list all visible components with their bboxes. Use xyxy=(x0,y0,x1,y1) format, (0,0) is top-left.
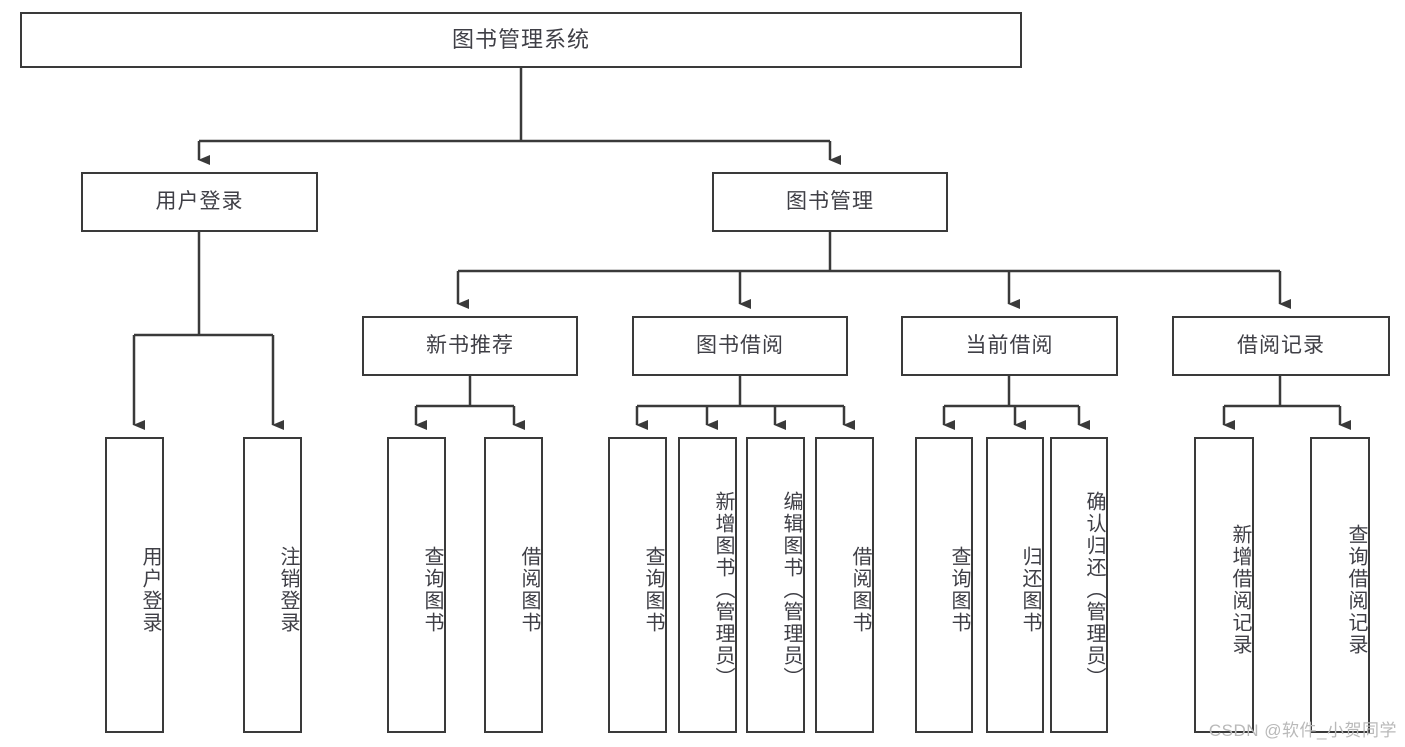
node-leaf-query-book-2-label: 查询图书 xyxy=(642,546,664,634)
node-leaf-query-book-1[interactable]: 查询图书 xyxy=(387,437,446,733)
node-leaf-add-record[interactable]: 新增借阅记录 xyxy=(1194,437,1254,733)
node-leaf-borrow-book-2[interactable]: 借阅图书 xyxy=(815,437,874,733)
node-leaf-return-book-label: 归还图书 xyxy=(1019,546,1041,634)
node-book-borrow[interactable]: 图书借阅 xyxy=(632,316,848,376)
node-leaf-query-book-3-label: 查询图书 xyxy=(948,546,970,634)
node-leaf-query-record-label: 查询借阅记录 xyxy=(1345,524,1367,656)
node-leaf-user-login-label: 用户登录 xyxy=(139,546,161,634)
node-leaf-borrow-book-2-label: 借阅图书 xyxy=(849,546,871,634)
node-new-book-recommend-label: 新书推荐 xyxy=(426,333,514,357)
node-book-borrow-label: 图书借阅 xyxy=(696,333,784,357)
node-leaf-query-book-2[interactable]: 查询图书 xyxy=(608,437,667,733)
node-root-label: 图书管理系统 xyxy=(451,27,590,53)
node-leaf-confirm-return[interactable]: 确认归还（管理员） xyxy=(1050,437,1108,733)
watermark-text: CSDN @软件_小贺同学 xyxy=(1208,721,1397,740)
node-leaf-add-book-label: 新增图书（管理员） xyxy=(712,491,734,689)
node-leaf-add-record-label: 新增借阅记录 xyxy=(1229,524,1251,656)
node-leaf-query-book-1-label: 查询图书 xyxy=(421,546,443,634)
node-leaf-borrow-book-1-label: 借阅图书 xyxy=(518,546,540,634)
node-leaf-edit-book-label: 编辑图书（管理员） xyxy=(780,491,802,689)
node-borrow-record-label: 借阅记录 xyxy=(1237,333,1325,357)
node-leaf-borrow-book-1[interactable]: 借阅图书 xyxy=(484,437,543,733)
node-current-borrow-label: 当前借阅 xyxy=(965,333,1054,357)
node-leaf-return-book[interactable]: 归还图书 xyxy=(986,437,1044,733)
node-book-manage-label: 图书管理 xyxy=(786,189,874,213)
node-leaf-user-logout[interactable]: 注销登录 xyxy=(243,437,302,733)
node-leaf-confirm-return-label: 确认归还（管理员） xyxy=(1083,491,1105,689)
node-leaf-edit-book[interactable]: 编辑图书（管理员） xyxy=(746,437,805,733)
node-leaf-query-record[interactable]: 查询借阅记录 xyxy=(1310,437,1370,733)
node-leaf-query-book-3[interactable]: 查询图书 xyxy=(915,437,973,733)
node-leaf-add-book[interactable]: 新增图书（管理员） xyxy=(678,437,737,733)
node-borrow-record[interactable]: 借阅记录 xyxy=(1172,316,1390,376)
node-leaf-user-logout-label: 注销登录 xyxy=(277,546,299,634)
node-user-login-label: 用户登录 xyxy=(155,189,244,213)
node-user-login[interactable]: 用户登录 xyxy=(81,172,318,232)
node-book-manage[interactable]: 图书管理 xyxy=(712,172,948,232)
node-root[interactable]: 图书管理系统 xyxy=(20,12,1022,68)
node-leaf-user-login[interactable]: 用户登录 xyxy=(105,437,164,733)
node-current-borrow[interactable]: 当前借阅 xyxy=(901,316,1118,376)
node-new-book-recommend[interactable]: 新书推荐 xyxy=(362,316,578,376)
